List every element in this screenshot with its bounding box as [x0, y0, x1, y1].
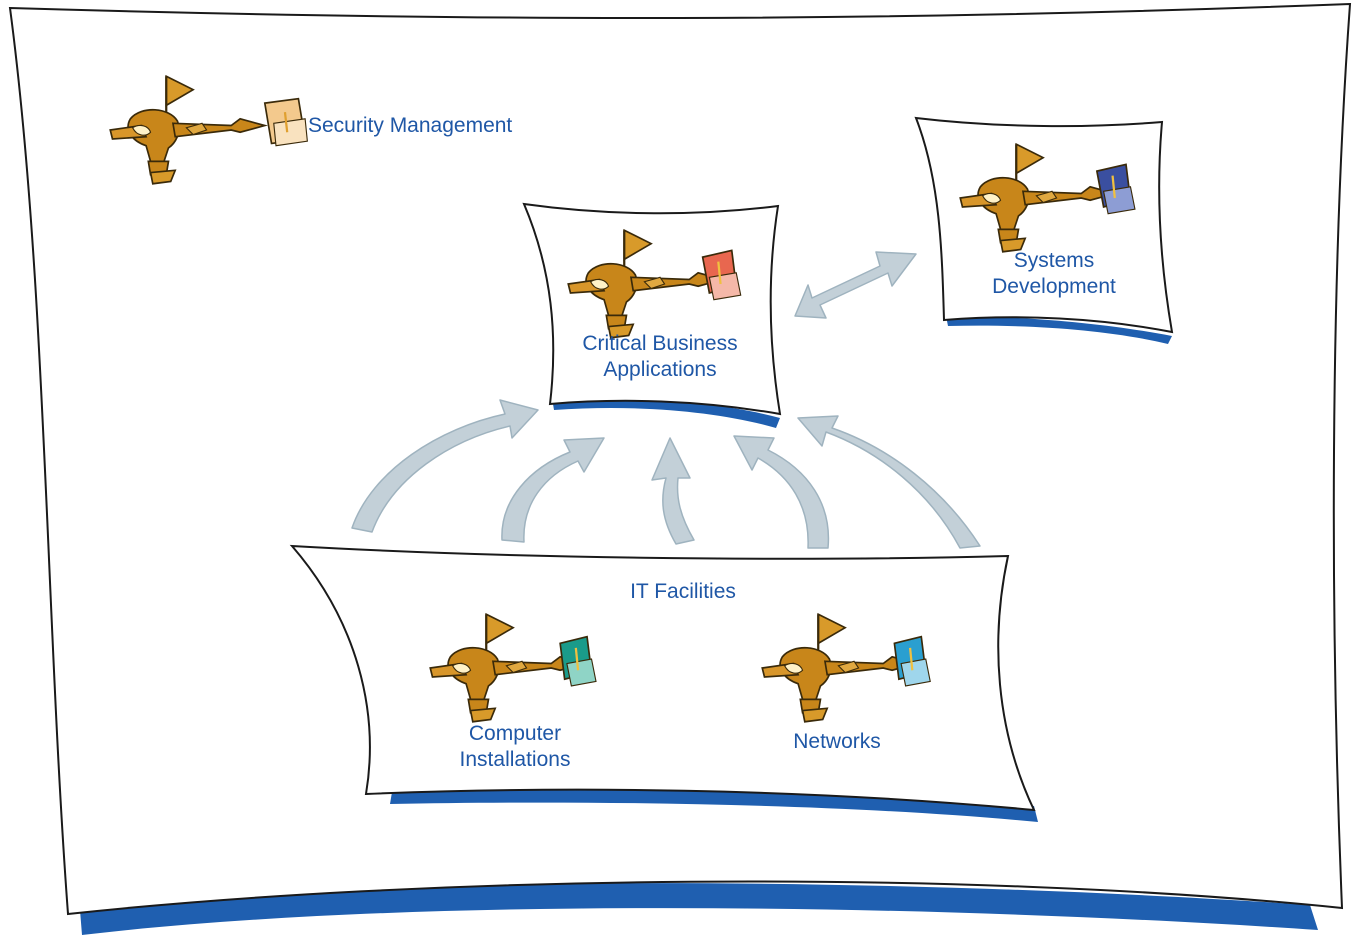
label-security-management: Security Management: [308, 114, 513, 137]
label-it-facilities: IT Facilities: [630, 580, 736, 603]
figure-systems-development-icon: [959, 143, 1136, 253]
label-computer-line2: Installations: [459, 748, 571, 771]
arrow-2: [501, 437, 605, 543]
label-critical-business-applications: Critical Business Applications: [560, 331, 760, 383]
figure-computer-installations-icon: [429, 613, 597, 723]
label-critical-line1: Critical Business: [582, 332, 738, 355]
critical-business-applications-box: [522, 202, 782, 428]
it-facilities-box: [289, 544, 1038, 822]
arrow-5: [797, 415, 981, 549]
label-computer-line1: Computer: [468, 722, 562, 745]
systems-development-box: [914, 116, 1174, 344]
figure-security-management-icon: [109, 75, 308, 185]
label-critical-line2: Applications: [603, 358, 717, 381]
arrow-4: [733, 435, 830, 549]
arrow-3: [651, 437, 695, 545]
figure-networks-icon: [761, 613, 931, 723]
arrow-bidirectional: [794, 251, 917, 319]
label-systems-line2: Development: [992, 275, 1116, 298]
label-systems-line1: Systems: [1013, 249, 1095, 272]
figure-critical-business-icon: [567, 229, 742, 339]
label-computer-installations: Computer Installations: [425, 721, 605, 773]
label-networks: Networks: [793, 730, 881, 753]
label-systems-development: Systems Development: [964, 248, 1144, 300]
arrow-1: [351, 399, 539, 533]
arrows: [351, 251, 981, 549]
